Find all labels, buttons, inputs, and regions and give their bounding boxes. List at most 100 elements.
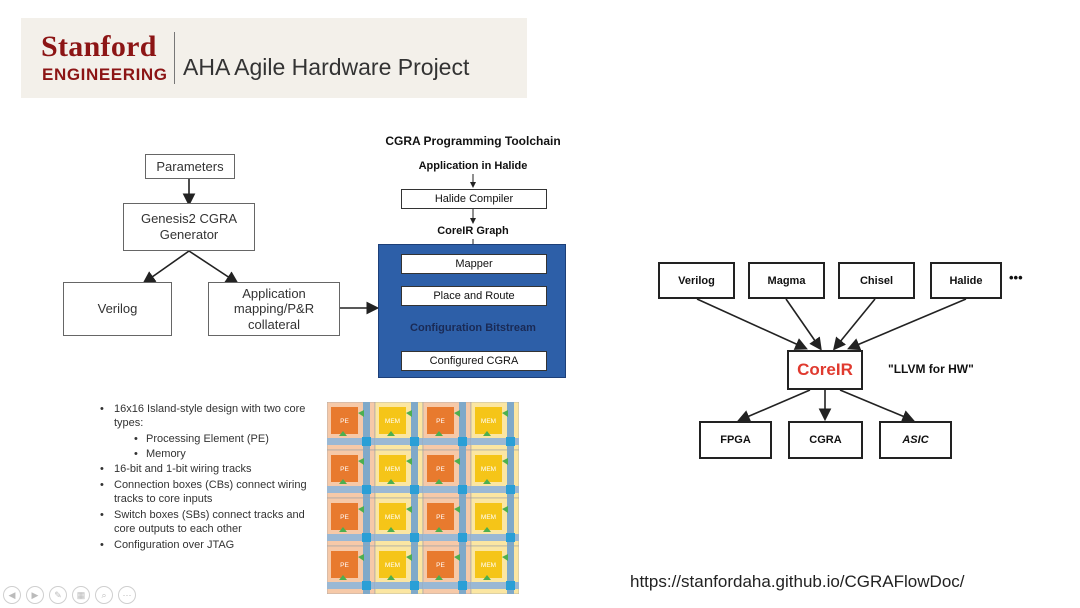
- connection-box: [358, 554, 364, 561]
- mem-label: MEM: [481, 418, 496, 425]
- connection-box: [387, 527, 395, 532]
- horizontal-track: [327, 582, 375, 589]
- llvm-tagline: "LLVM for HW": [888, 362, 974, 376]
- mem-core: [379, 455, 406, 482]
- more-frontends-ellipsis: •••: [1009, 270, 1023, 285]
- more-options-icon[interactable]: ⋯: [118, 586, 136, 604]
- toolchain-application-label: Application in Halide: [418, 160, 528, 172]
- vertical-track: [459, 402, 466, 450]
- vertical-track: [507, 450, 514, 498]
- connection-box: [406, 458, 412, 465]
- horizontal-track: [471, 486, 519, 493]
- pe-label: PE: [340, 562, 349, 569]
- zoom-icon[interactable]: ⌕: [95, 586, 113, 604]
- connection-box: [483, 575, 491, 580]
- connection-box: [387, 431, 395, 436]
- bullet-connection-boxes: Connection boxes (CBs) connect wiring tr…: [100, 478, 315, 506]
- switch-box: [362, 485, 371, 494]
- horizontal-track: [471, 582, 519, 589]
- bullet-jtag: Configuration over JTAG: [100, 538, 315, 552]
- switch-box: [458, 485, 467, 494]
- parameters-box: Parameters: [145, 154, 235, 179]
- header-banner: Stanford ENGINEERING AHA Agile Hardware …: [21, 18, 527, 98]
- mapper-box: Mapper: [401, 254, 547, 274]
- pe-label: PE: [436, 466, 445, 473]
- connection-box: [454, 410, 460, 417]
- connection-box: [435, 431, 443, 436]
- vertical-track: [507, 498, 514, 546]
- connection-box: [406, 554, 412, 561]
- horizontal-track: [423, 438, 471, 445]
- connection-box: [454, 554, 460, 561]
- backend-fpga-box: FPGA: [699, 421, 772, 459]
- project-url[interactable]: https://stanfordaha.github.io/CGRAFlowDo…: [630, 572, 965, 591]
- frontend-verilog-box: Verilog: [658, 262, 735, 299]
- pe-core: [331, 503, 358, 530]
- prev-slide-icon[interactable]: ◀: [3, 586, 21, 604]
- connection-box: [483, 527, 491, 532]
- pe-label: PE: [436, 418, 445, 425]
- horizontal-track: [423, 582, 471, 589]
- connection-box: [435, 479, 443, 484]
- horizontal-track: [423, 534, 471, 541]
- frontend-halide-box: Halide: [930, 262, 1002, 299]
- horizontal-track: [375, 438, 423, 445]
- horizontal-track: [423, 486, 471, 493]
- mem-core: [475, 407, 502, 434]
- mem-label: MEM: [385, 466, 400, 473]
- vertical-track: [411, 402, 418, 450]
- vertical-track: [411, 498, 418, 546]
- pen-icon[interactable]: ✎: [49, 586, 67, 604]
- switch-box: [362, 437, 371, 446]
- next-slide-icon[interactable]: ▶: [26, 586, 44, 604]
- pe-label: PE: [436, 562, 445, 569]
- connection-box: [339, 575, 347, 580]
- slides-icon[interactable]: ▦: [72, 586, 90, 604]
- mem-core: [379, 407, 406, 434]
- connection-box: [387, 479, 395, 484]
- horizontal-track: [375, 534, 423, 541]
- vertical-track: [363, 402, 370, 450]
- header-divider: [174, 32, 175, 84]
- engineering-logo-text: ENGINEERING: [42, 65, 168, 84]
- bullet-pe: Processing Element (PE): [100, 432, 315, 446]
- connection-box: [435, 575, 443, 580]
- pe-core: [331, 407, 358, 434]
- pe-core: [427, 503, 454, 530]
- connection-box: [483, 431, 491, 436]
- vertical-track: [363, 450, 370, 498]
- switch-box: [506, 485, 515, 494]
- horizontal-track: [471, 438, 519, 445]
- mem-label: MEM: [385, 514, 400, 521]
- switch-box: [458, 533, 467, 542]
- pe-core: [427, 407, 454, 434]
- pe-label: PE: [340, 514, 349, 521]
- bullet-memory: Memory: [100, 447, 315, 461]
- bullet-switch-boxes: Switch boxes (SBs) connect tracks and co…: [100, 508, 315, 536]
- horizontal-track: [327, 486, 375, 493]
- feature-bullet-list: 16x16 Island-style design with two core …: [100, 402, 315, 554]
- vertical-track: [459, 498, 466, 546]
- backend-asic-box: ASIC: [879, 421, 952, 459]
- connection-box: [358, 458, 364, 465]
- switch-box: [362, 533, 371, 542]
- switch-box: [410, 485, 419, 494]
- horizontal-track: [375, 582, 423, 589]
- pe-core: [331, 551, 358, 578]
- generator-box: Genesis2 CGRA Generator: [123, 203, 255, 251]
- connection-box: [435, 527, 443, 532]
- horizontal-track: [471, 534, 519, 541]
- pe-label: PE: [436, 514, 445, 521]
- configured-cgra-box: Configured CGRA: [401, 351, 547, 371]
- pe-core: [427, 455, 454, 482]
- mem-label: MEM: [481, 562, 496, 569]
- connection-box: [502, 410, 508, 417]
- connection-box: [502, 554, 508, 561]
- corelr-graph-label: CoreIR Graph: [437, 225, 509, 237]
- connection-box: [406, 410, 412, 417]
- switch-box: [410, 581, 419, 590]
- connection-box: [502, 458, 508, 465]
- toolchain-title: CGRA Programming Toolchain: [385, 134, 561, 148]
